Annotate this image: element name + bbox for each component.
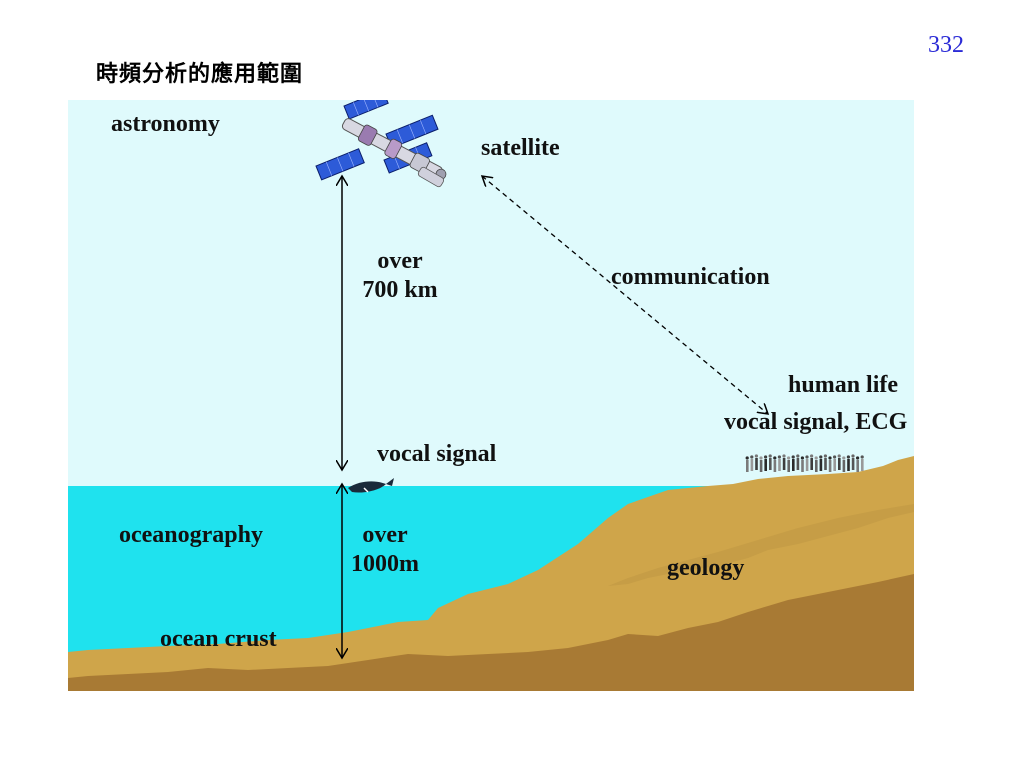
label-geology: geology [667,555,745,581]
person-figure [745,456,749,472]
person-figure [805,455,809,471]
label-oceanography: oceanography [119,522,263,548]
label-satellite: satellite [481,135,560,161]
slide-title: 時頻分析的應用範圍 [96,61,304,87]
person-figure [837,454,841,470]
label-sky-distance: over 700 km [350,247,450,305]
person-figure [823,454,828,470]
communication-arrow [482,176,768,414]
person-figure [842,456,846,472]
person-figure [796,454,800,470]
person-figure [782,454,786,470]
person-figure [860,455,864,471]
person-figure [754,454,759,470]
person-figure [768,454,772,470]
person-figure [814,456,818,472]
person-figure [846,455,851,471]
satellite-icon [315,100,447,188]
label-vocal-signal: vocal signal [377,441,497,467]
person-figure [787,456,791,472]
sediment-shadow [608,504,914,586]
label-sea-distance-line2: 1000m [351,550,419,577]
person-figure [764,455,768,471]
label-communication: communication [611,264,770,290]
person-figure [759,456,763,472]
label-vocal-ecg: vocal signal, ECG [724,409,908,435]
person-figure [810,454,814,470]
whale-icon [348,478,394,493]
label-human-life: human life [788,372,899,398]
person-figure [777,455,782,471]
label-sea-distance-line1: over [362,522,408,548]
label-astronomy: astronomy [111,111,220,137]
deep-sediment [68,574,914,691]
label-sky-distance-line2: 700 km [362,276,438,303]
person-figure [773,456,777,472]
label-ocean-crust: ocean crust [160,626,277,652]
page-number: 332 [928,32,964,58]
person-figure [833,455,837,471]
scene-illustration [68,100,914,691]
person-figure [856,456,860,472]
people-crowd-icon [745,454,864,472]
person-figure [791,455,795,471]
person-figure [828,456,832,472]
person-figure [800,456,805,472]
label-sky-distance-line1: over [377,248,423,274]
person-figure [851,454,855,470]
label-sea-distance: over 1000m [335,521,435,579]
person-figure [750,455,754,471]
person-figure [819,455,823,471]
